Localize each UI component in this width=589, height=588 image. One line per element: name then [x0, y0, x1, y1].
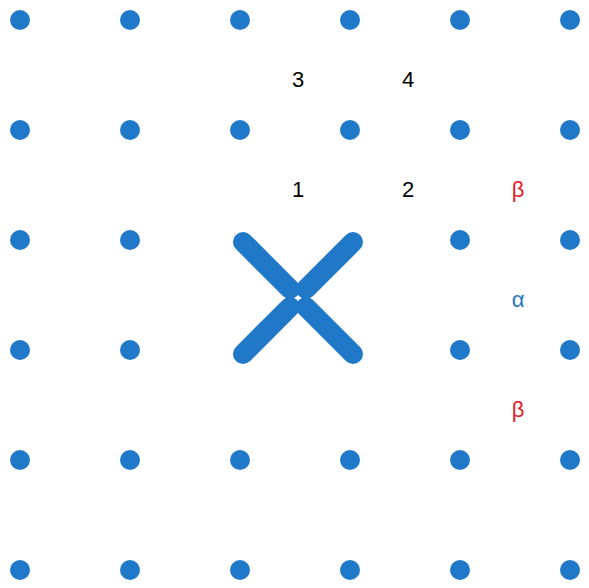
- site-number: 3: [292, 69, 304, 91]
- site-number: 1: [292, 179, 304, 201]
- site-number: 4: [402, 69, 414, 91]
- lattice-dots: [10, 10, 580, 580]
- site-symbol: β: [512, 399, 525, 421]
- cross-defect: [243, 242, 353, 354]
- site-symbol: α: [512, 289, 525, 311]
- site-symbol: β: [512, 179, 525, 201]
- site-number: 2: [402, 179, 414, 201]
